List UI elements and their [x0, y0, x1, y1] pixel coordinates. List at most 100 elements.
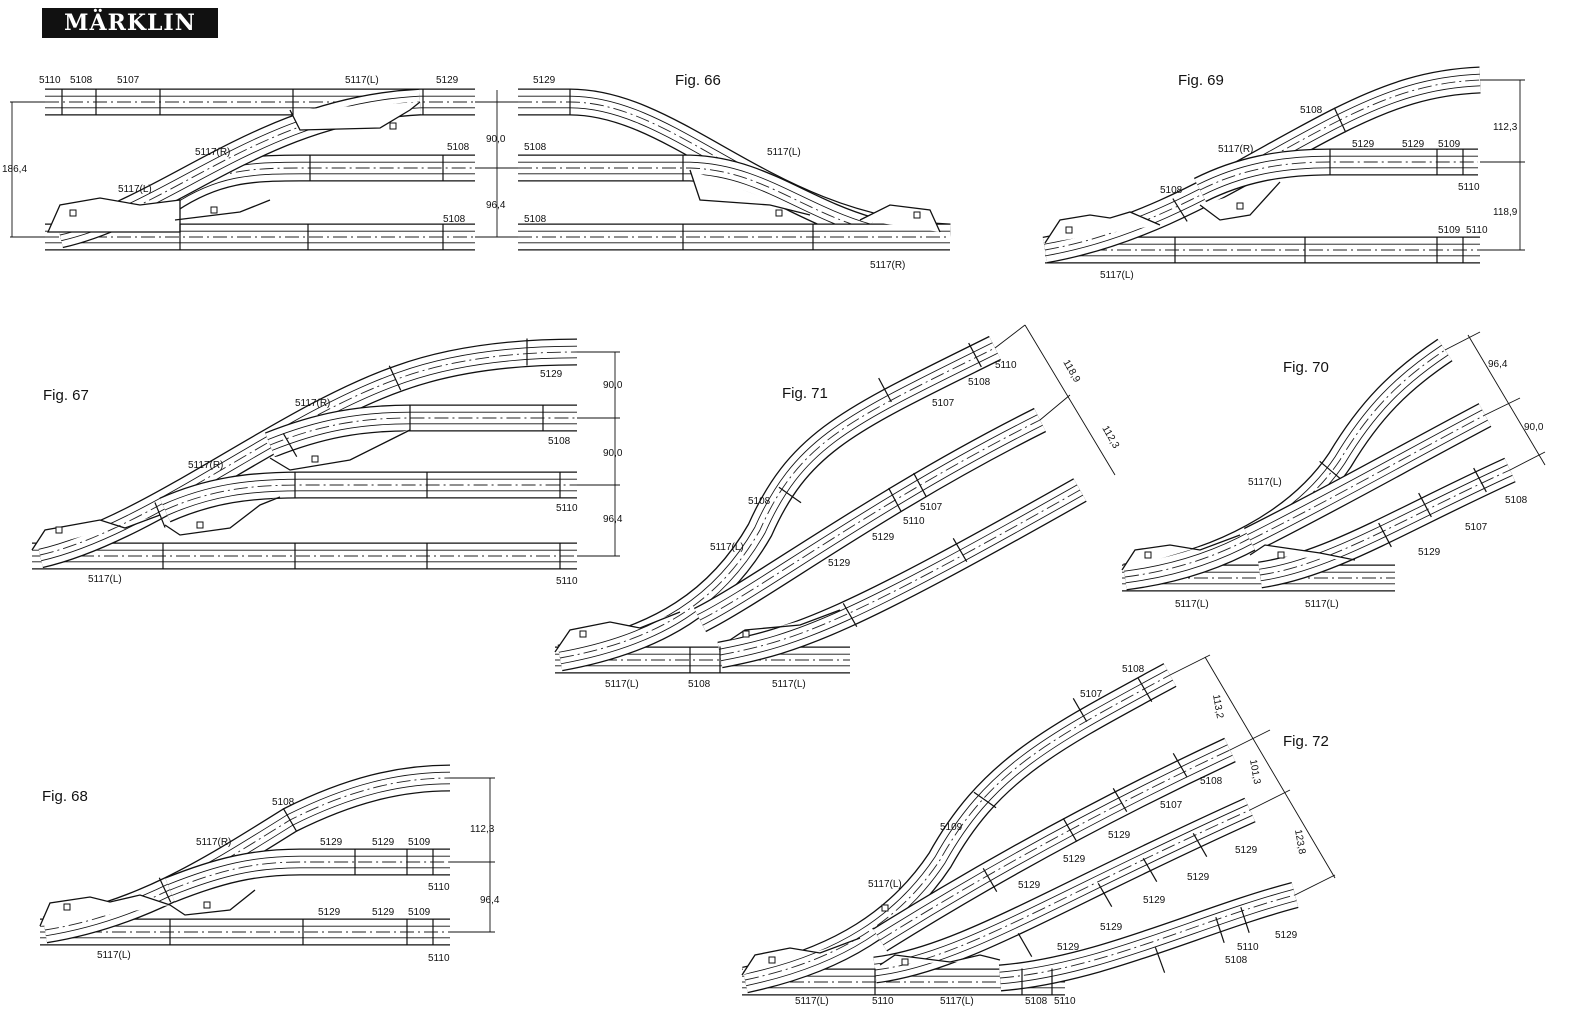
dimension-label: 90,0	[1524, 422, 1544, 433]
track-label: 5117(L)	[1175, 599, 1209, 610]
figure-title: Fig. 71	[782, 385, 828, 402]
figure-title: Fig. 68	[42, 788, 88, 805]
switch-housing	[729, 609, 841, 641]
figure-title: Fig. 67	[43, 387, 89, 404]
switch-housing	[1249, 544, 1356, 561]
switch-lamp-square	[901, 958, 909, 966]
dimension-line	[1169, 654, 1211, 676]
track-label: 5129	[1352, 139, 1375, 150]
track-drawings	[10, 66, 1546, 996]
track-label: 5110	[1466, 225, 1488, 236]
track-label: 5117(L)	[710, 542, 744, 553]
track-label: 5110	[556, 576, 578, 587]
track-label: 5117(L)	[772, 679, 806, 690]
fig67-track-3	[264, 404, 577, 458]
track-joint	[1142, 858, 1158, 882]
track-label: 5109	[1438, 225, 1461, 236]
fig69-mid-track	[1193, 148, 1478, 203]
track-label: 5129	[533, 75, 556, 86]
switch-housing	[164, 496, 281, 536]
dimension-line	[1249, 789, 1291, 811]
switch-housing	[741, 937, 861, 976]
track-label: 5108	[1225, 955, 1248, 966]
fig67-track-4	[159, 471, 577, 523]
switch-housing	[1121, 534, 1241, 571]
switch-lamp-square	[913, 211, 921, 219]
track-label: 5109	[408, 837, 431, 848]
switch-lamp-square	[389, 122, 397, 130]
track-label: 5129	[436, 75, 459, 86]
dimension-line	[1204, 656, 1336, 879]
dimension-line	[1229, 729, 1271, 751]
switch-housing	[1044, 211, 1161, 244]
track-label: 5129	[1275, 930, 1298, 941]
track-joint	[1333, 107, 1347, 133]
dimension-label: 90,0	[486, 134, 506, 145]
track-label: 5117(L)	[795, 996, 829, 1007]
track-label: 5108	[447, 142, 470, 153]
track-label: 5108	[1160, 185, 1183, 196]
track-joint	[913, 472, 927, 498]
track-joint	[1112, 788, 1128, 812]
track-joint	[1062, 818, 1078, 842]
track-label: 5108	[548, 436, 571, 447]
track-label: 5117(L)	[118, 184, 152, 195]
dimension-line	[1467, 334, 1546, 466]
track-label: 5110	[428, 882, 450, 893]
dimension-label: 90,0	[603, 448, 623, 459]
fig71-upper-curve	[557, 335, 1002, 672]
track-label: 5129	[828, 558, 851, 569]
switch-housing	[174, 199, 271, 221]
switch-housing	[289, 101, 421, 131]
dimension-label: 101,3	[1247, 759, 1262, 786]
switch-housing	[1199, 181, 1281, 221]
dimension-label: 96,4	[486, 200, 506, 211]
track-label: 5117(L)	[1248, 477, 1282, 488]
dimension-label: 96,4	[480, 895, 500, 906]
track-label: 5117(L)	[88, 574, 122, 585]
track-joint	[982, 868, 998, 892]
track-joint	[878, 377, 892, 403]
dimension-label: 113,2	[1210, 694, 1225, 720]
track-label: 5108	[70, 75, 93, 86]
track-joint	[778, 486, 802, 504]
track-joint	[968, 342, 982, 368]
dimension-line	[1484, 397, 1521, 416]
figure-title: Fig. 72	[1283, 733, 1329, 750]
track-joint	[1319, 460, 1341, 480]
fig70-lower-track	[1257, 457, 1516, 589]
track-label: 5110	[556, 503, 578, 514]
fig66-mid-right-track	[518, 154, 874, 243]
track-joint	[1172, 753, 1188, 777]
track-label: 5108	[1025, 996, 1048, 1007]
track-joint	[1172, 198, 1188, 222]
track-label: 5117(L)	[1305, 599, 1339, 610]
switch-lamp-square	[742, 630, 750, 638]
switch-housing	[879, 954, 1001, 966]
track-joint	[282, 808, 298, 832]
switch-lamp-square	[203, 901, 211, 909]
track-label: 5117(R)	[195, 147, 230, 158]
switch-housing	[46, 197, 181, 233]
track-label: 5129	[372, 837, 395, 848]
switch-lamp-square	[1144, 551, 1152, 559]
track-label: 5129	[1108, 830, 1131, 841]
figure-title: Fig. 69	[1178, 72, 1224, 89]
track-label: 5110	[872, 996, 894, 1007]
dimension-label: 90,0	[603, 380, 623, 391]
switch-lamp-square	[69, 209, 77, 217]
track-label: 5117(L)	[345, 75, 379, 86]
track-label: 5117(L)	[97, 950, 131, 961]
dimension-label: 186,4	[2, 164, 27, 175]
switch-lamp-square	[579, 630, 587, 638]
track-joint	[1473, 467, 1487, 493]
switch-housing	[169, 889, 256, 916]
track-label: 5117(L)	[767, 147, 801, 158]
track-label: 5108	[524, 142, 547, 153]
switch-housing	[689, 169, 811, 216]
fig67-track-2	[36, 338, 578, 569]
track-label: 5108	[688, 679, 711, 690]
track-label: 5117(L)	[1100, 270, 1134, 281]
track-label: 5129	[372, 907, 395, 918]
track-label: 5109	[1438, 139, 1461, 150]
